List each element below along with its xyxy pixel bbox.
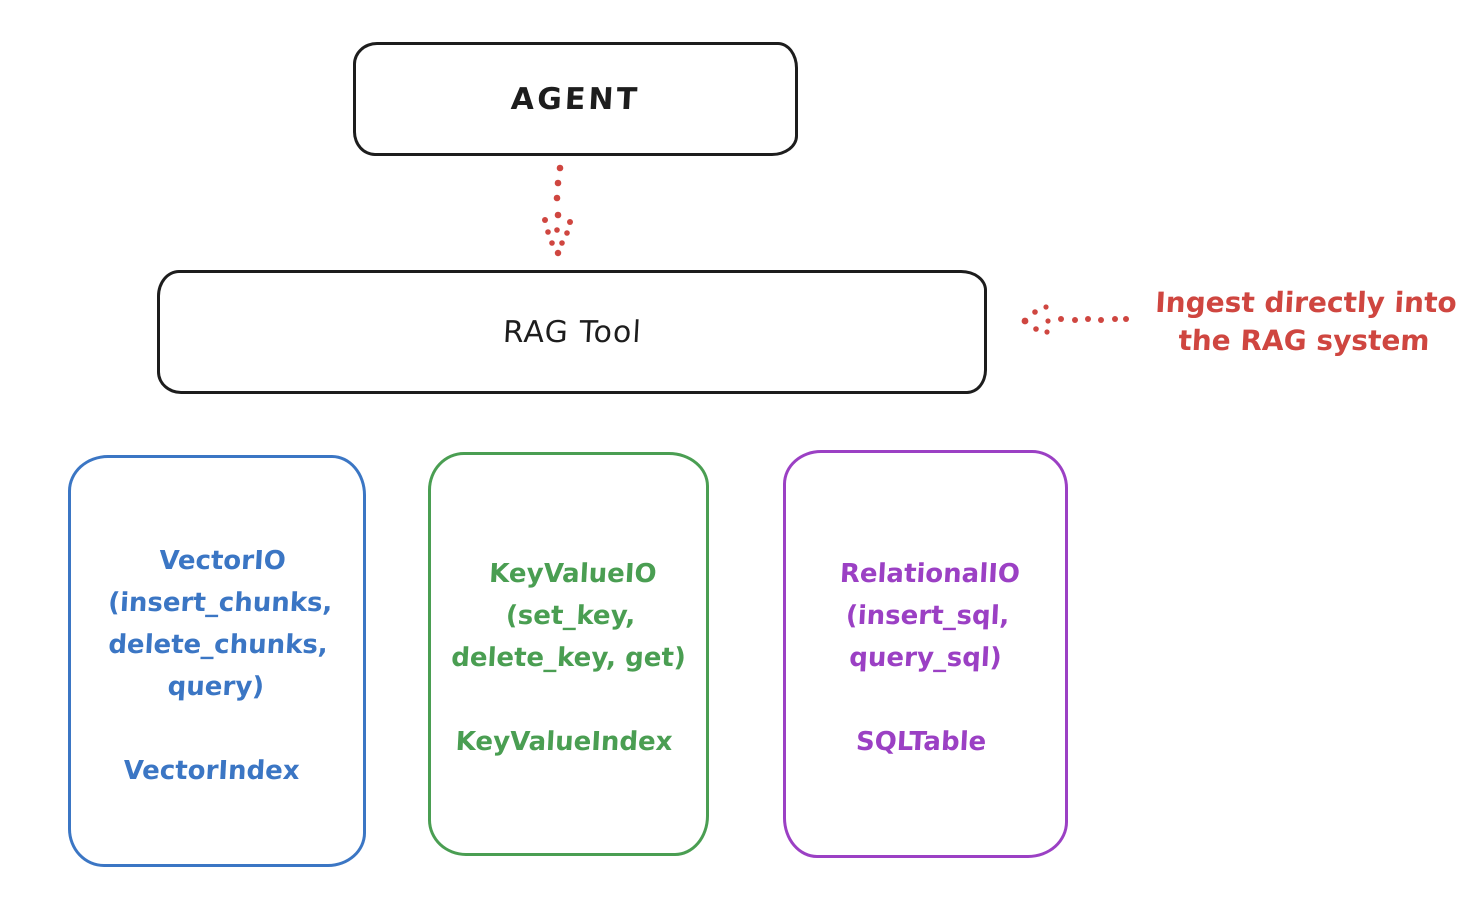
rag-tool-box: RAG Tool [157, 270, 987, 394]
keyvalueio-line: (set_key, [505, 601, 637, 631]
vector-index-label: VectorIndex [122, 756, 301, 786]
relationalio-line: (insert_sql, [845, 601, 1011, 631]
dotted-arrow-left-icon [1021, 304, 1129, 335]
relationalio-box: RelationalIO (insert_sql, query_sql) SQL… [783, 450, 1068, 858]
keyvalueio-line: KeyValueIO [488, 559, 658, 589]
vectorio-line: VectorIO [158, 546, 287, 576]
keyvalueio-line: delete_key, get) [450, 643, 687, 673]
vectorio-line: (insert_chunks, [107, 588, 334, 618]
dotted-arrow-down-icon [542, 164, 573, 257]
rag-tool-label: RAG Tool [501, 314, 643, 350]
relationalio-line: RelationalIO [839, 559, 1021, 589]
vectorio-box: VectorIO (insert_chunks, delete_chunks, … [68, 455, 366, 867]
agent-box: AGENT [353, 42, 798, 156]
annotation-line-2: the RAG system [1177, 324, 1431, 357]
sqltable-label: SQLTable [855, 727, 987, 757]
vectorio-line: query) [166, 672, 265, 702]
keyvalueio-box: KeyValueIO (set_key, delete_key, get) Ke… [428, 452, 709, 856]
keyvalue-index-label: KeyValueIndex [454, 727, 674, 757]
annotation-line-1: Ingest directly into [1154, 286, 1458, 319]
relationalio-line: query_sql) [848, 643, 1003, 673]
vectorio-line: delete_chunks, [107, 630, 329, 660]
annotation-text: Ingest directly into the RAG system [1138, 284, 1472, 360]
agent-label: AGENT [510, 81, 641, 117]
